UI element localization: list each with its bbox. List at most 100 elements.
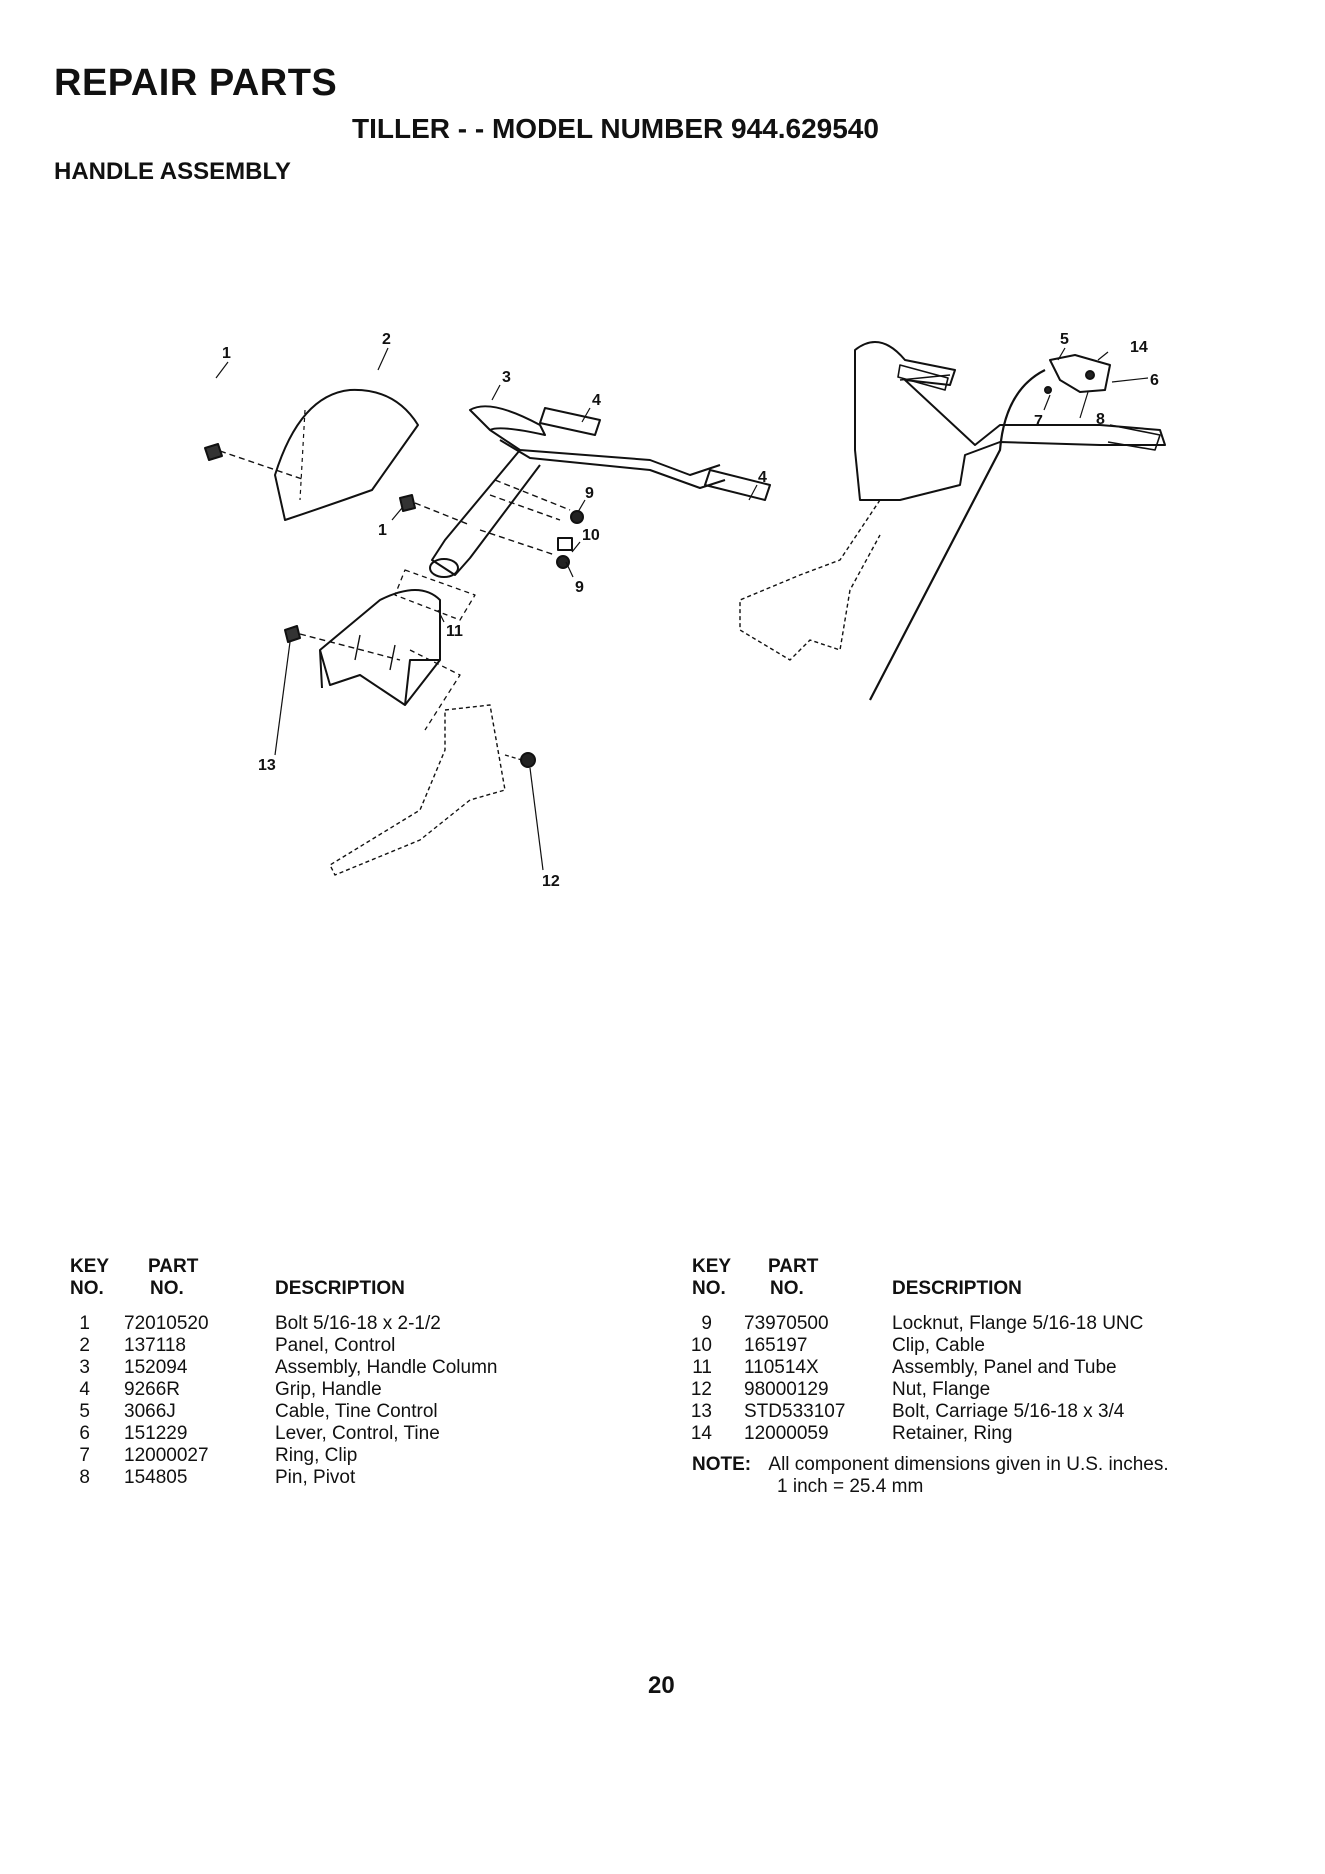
page-title: REPAIR PARTS	[54, 62, 338, 104]
callout-4-left: 4	[592, 392, 601, 409]
dimension-note: NOTE: All component dimensions given in …	[692, 1454, 1169, 1498]
key-number: 4	[79, 1379, 90, 1400]
parts-row: 2 137118 Panel, Control	[70, 1335, 610, 1357]
part-number: 154805	[124, 1467, 188, 1488]
handle-left-arm	[469, 405, 546, 436]
callout-5: 5	[1060, 331, 1069, 348]
part-description: Assembly, Handle Column	[275, 1357, 498, 1378]
callout-14: 14	[1130, 339, 1148, 356]
part-description: Ring, Clip	[275, 1445, 358, 1466]
part-number: 73970500	[744, 1313, 829, 1334]
bolt-1-middle	[399, 494, 416, 512]
parts-row: 6 151229 Lever, Control, Tine	[70, 1423, 610, 1445]
part-number: 110514X	[744, 1357, 819, 1378]
key-header-bottom: NO.	[70, 1278, 104, 1299]
key-header-top: KEY	[70, 1256, 110, 1277]
part-number: 151229	[124, 1423, 188, 1444]
panel-tube-bracket	[319, 589, 441, 706]
part-description: Clip, Cable	[892, 1335, 985, 1356]
part-number: 165197	[744, 1335, 808, 1356]
part-number: 3066J	[124, 1401, 176, 1422]
part-description: Nut, Flange	[892, 1379, 991, 1400]
parts-table-right: KEY PART NO. NO. DESCRIPTION 9 73970500 Lo…	[691, 1256, 1252, 1446]
key-number: 10	[690, 1335, 712, 1356]
key-number: 5	[79, 1401, 90, 1422]
key-number: 3	[79, 1357, 90, 1378]
tube-end	[429, 558, 459, 578]
key-header-bottom: NO.	[692, 1278, 726, 1299]
key-number: 13	[690, 1401, 712, 1422]
part-number: 12000059	[744, 1423, 829, 1444]
part-number: 98000129	[744, 1379, 829, 1400]
handle-crossbar	[489, 429, 721, 476]
key-number: 8	[79, 1467, 90, 1488]
parts-row: 12 98000129 Nut, Flange	[691, 1379, 1252, 1401]
part-number: 152094	[124, 1357, 188, 1378]
part-description: Bolt, Carriage 5/16-18 x 3/4	[892, 1401, 1125, 1422]
note-line-1: All component dimensions given in U.S. i…	[768, 1454, 1169, 1475]
callout-13: 13	[258, 757, 276, 774]
key-number: 1	[79, 1313, 90, 1334]
key-number: 2	[79, 1335, 90, 1356]
description-header: DESCRIPTION	[275, 1278, 405, 1299]
locknut-9-lower	[556, 555, 570, 569]
key-header-top: KEY	[692, 1256, 732, 1277]
note-line-2: 1 inch = 25.4 mm	[777, 1476, 924, 1497]
callout-8: 8	[1096, 411, 1105, 428]
part-header-bottom: NO.	[770, 1278, 804, 1299]
grip-right	[704, 469, 771, 501]
part-description: Grip, Handle	[275, 1379, 382, 1400]
tine-control-cable	[869, 369, 1046, 701]
parts-row: 9 73970500 Locknut, Flange 5/16-18 UNC	[692, 1313, 1252, 1335]
bolt-1-top	[204, 443, 223, 461]
part-number: 9266R	[124, 1379, 180, 1400]
part-number: 12000027	[124, 1445, 209, 1466]
part-number: 72010520	[124, 1313, 209, 1334]
key-number: 6	[79, 1423, 90, 1444]
callout-2: 2	[382, 331, 391, 348]
part-description: Panel, Control	[275, 1335, 396, 1356]
cable-clip-10	[557, 537, 573, 551]
carriage-bolt-13	[284, 625, 301, 643]
key-number: 11	[692, 1357, 712, 1378]
part-number: 137118	[124, 1335, 186, 1356]
callout-1-top: 1	[222, 345, 231, 362]
key-number: 12	[690, 1379, 712, 1400]
model-subtitle: TILLER - - MODEL NUMBER 944.629540	[352, 113, 879, 144]
assembled-grip-left	[897, 364, 949, 391]
part-header-top: PART	[148, 1256, 199, 1277]
parts-row: 4 9266R Grip, Handle	[70, 1379, 610, 1401]
description-header: DESCRIPTION	[892, 1278, 1022, 1299]
callout-3: 3	[502, 369, 511, 386]
part-header-top: PART	[768, 1256, 819, 1277]
page-number: 20	[648, 1672, 675, 1699]
callout-6: 6	[1150, 372, 1159, 389]
locknut-9-upper	[570, 510, 584, 524]
parts-row: 14 12000059 Retainer, Ring	[691, 1423, 1252, 1445]
callout-12: 12	[542, 873, 560, 890]
key-number: 14	[690, 1423, 712, 1444]
exploded-parts-diagram: 1 2 3 4 4 9 10 9 1 11 13 12 5 14 6 7 8	[0, 330, 1325, 1050]
tiller-frame-section	[329, 704, 506, 876]
part-description: Retainer, Ring	[892, 1423, 1013, 1444]
callout-9-lower: 9	[575, 579, 584, 596]
grip-left	[539, 407, 601, 436]
callout-7: 7	[1034, 413, 1043, 430]
part-description: Lever, Control, Tine	[275, 1423, 440, 1444]
key-number: 9	[701, 1313, 712, 1334]
assembled-handle-outline	[854, 341, 1166, 501]
parts-row: 11 110514X Assembly, Panel and Tube	[692, 1357, 1252, 1379]
handle-tube	[431, 449, 541, 576]
part-description: Assembly, Panel and Tube	[892, 1357, 1117, 1378]
callout-1-middle: 1	[378, 522, 387, 539]
part-description: Locknut, Flange 5/16-18 UNC	[892, 1313, 1144, 1334]
section-heading: HANDLE ASSEMBLY	[54, 158, 291, 185]
assembled-frame-lower	[739, 499, 881, 661]
control-panel-shape	[274, 388, 419, 521]
callout-10: 10	[582, 527, 600, 544]
